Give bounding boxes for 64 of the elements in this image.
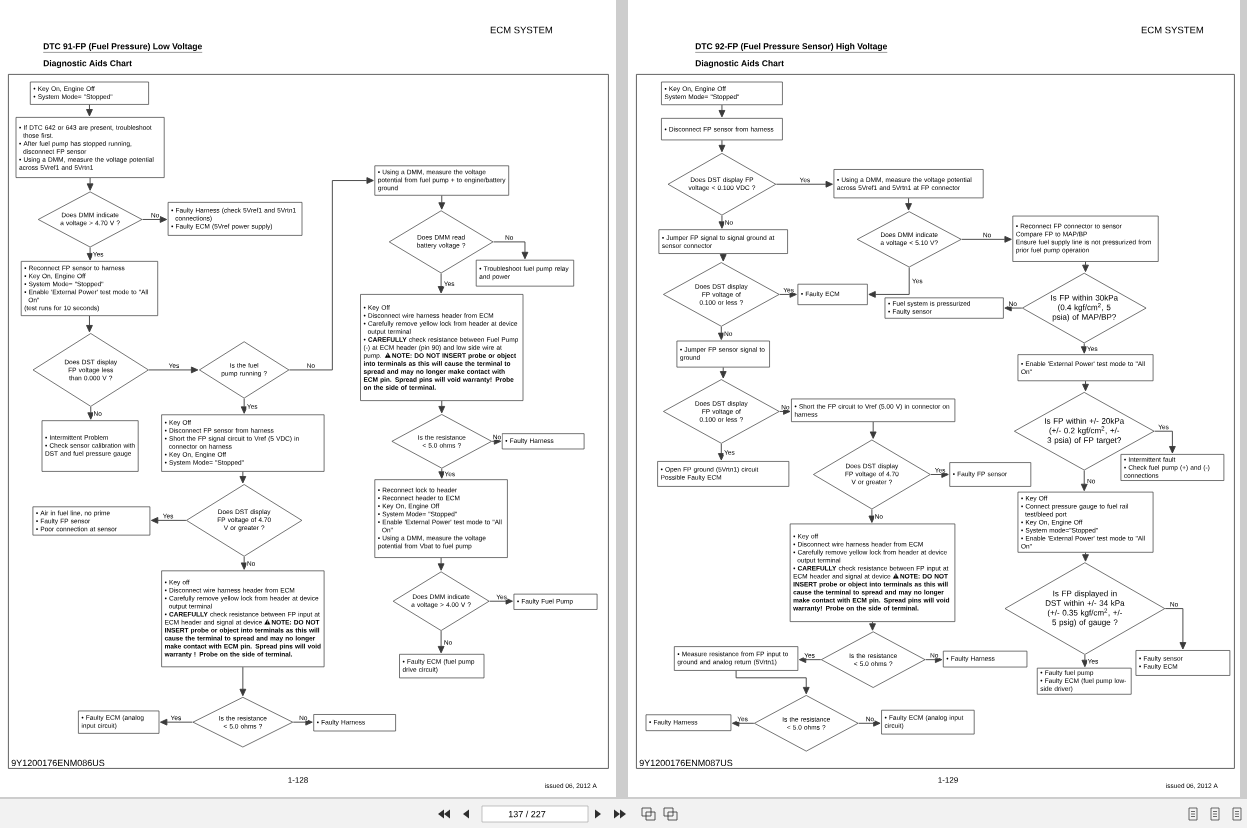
- arrow: [869, 421, 877, 439]
- arrow: [437, 557, 445, 571]
- arrow: [239, 666, 247, 697]
- arrow: [868, 509, 876, 523]
- arrow: [491, 437, 502, 445]
- chart-title: DTC 92-FP (Fuel Pressure Sensor) High Voltage: [695, 43, 888, 53]
- arrow: [240, 556, 248, 570]
- chart-title: DTC 91-FP (Fuel Pressure) Low Voltage: [43, 43, 203, 53]
- arrow: [869, 621, 876, 631]
- arrow: [160, 718, 193, 726]
- arrow: [1080, 470, 1088, 492]
- arrow: [489, 597, 513, 605]
- arrow: [87, 406, 95, 420]
- page-number: 1-129: [938, 777, 958, 783]
- arrow: [798, 656, 822, 664]
- arrow: [779, 291, 797, 298]
- arrow: [86, 247, 94, 261]
- arrow: [437, 273, 445, 294]
- arrow: [437, 630, 445, 654]
- arrow: [858, 719, 881, 727]
- arrow: [288, 177, 374, 371]
- page-number: 1-128: [288, 777, 308, 783]
- arrow: [86, 177, 94, 191]
- arrow: [717, 443, 725, 461]
- arrow: [731, 719, 755, 727]
- chart-subtitle: Diagnostic Aids Chart: [43, 60, 132, 68]
- running-header: ECM SYSTEM: [1141, 26, 1204, 34]
- arrow: [438, 400, 446, 414]
- arrow: [1081, 654, 1089, 668]
- arrow: [150, 517, 187, 524]
- arrow: [1080, 342, 1088, 354]
- arrow: [1082, 552, 1089, 562]
- arrow: [930, 471, 949, 478]
- arrow: [718, 215, 726, 229]
- arrow: [961, 235, 1012, 243]
- arrow: [925, 656, 943, 664]
- arrow: [493, 241, 529, 260]
- running-header: ECM SYSTEM: [490, 26, 552, 34]
- arrow: [438, 195, 446, 210]
- arrow: [718, 139, 726, 153]
- arrow: [719, 253, 727, 262]
- arrow: [779, 408, 791, 415]
- arrow: [1164, 608, 1187, 650]
- arrow: [717, 326, 725, 340]
- arrow: [239, 471, 247, 484]
- arrow: [292, 718, 313, 726]
- arrow: [868, 267, 910, 298]
- arrow: [718, 104, 726, 118]
- arrow: [142, 216, 168, 223]
- chart-subtitle: Diagnostic Aids Chart: [695, 60, 784, 68]
- arrow: [86, 104, 93, 117]
- arrow: [905, 197, 912, 211]
- arrow: [1154, 430, 1176, 454]
- arrow: [438, 468, 446, 479]
- arrow: [240, 398, 248, 414]
- arrow: [719, 367, 727, 379]
- arrow: [1082, 380, 1089, 392]
- arrow: [1082, 261, 1089, 273]
- arrow: [1004, 304, 1023, 312]
- arrow: [148, 366, 199, 374]
- page-field: 137 / 227: [481, 805, 589, 823]
- arrow: [775, 180, 833, 188]
- arrow: [86, 315, 93, 333]
- arrow: [735, 670, 810, 695]
